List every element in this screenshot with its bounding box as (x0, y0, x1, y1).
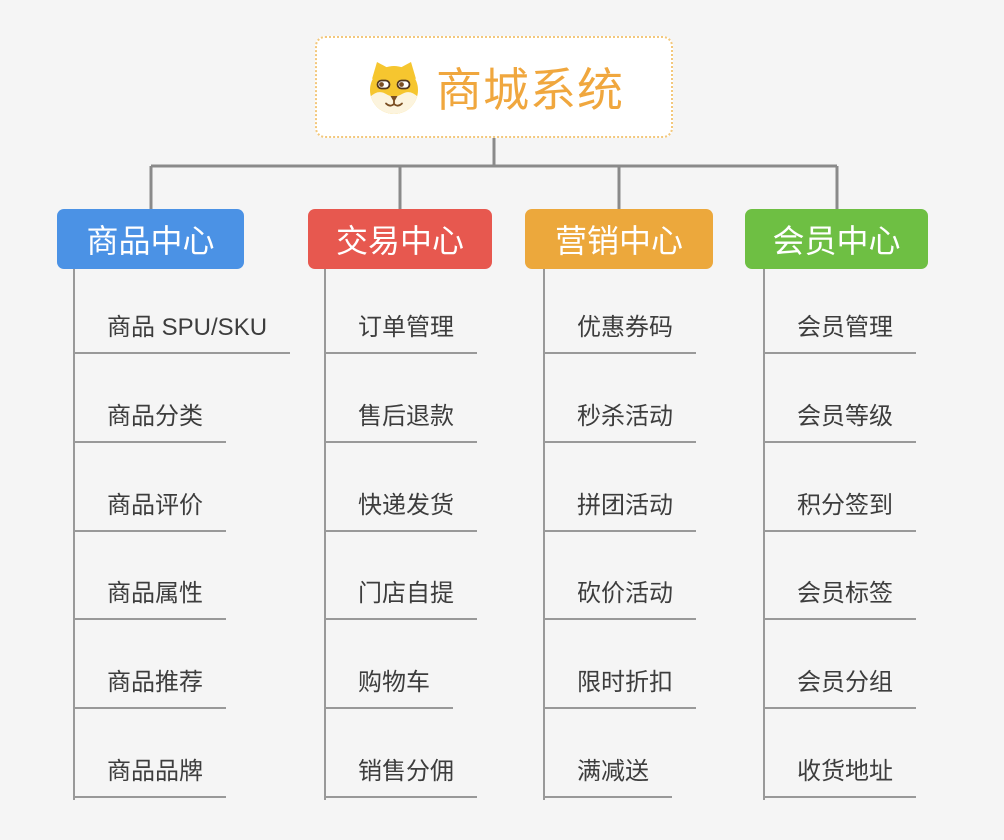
leaf-node[interactable]: 商品评价 (73, 491, 226, 532)
leaf-node[interactable]: 拼团活动 (543, 491, 696, 532)
branch-node-1[interactable]: 商品中心 (57, 209, 244, 269)
leaf-node[interactable]: 会员管理 (763, 313, 916, 354)
leaf-node[interactable]: 积分签到 (763, 491, 916, 532)
leaf-node[interactable]: 满减送 (543, 757, 672, 798)
branch-label: 会员中心 (772, 223, 901, 259)
leaf-node[interactable]: 商品分类 (73, 402, 226, 443)
leaf-node[interactable]: 商品推荐 (73, 668, 226, 709)
leaf-node[interactable]: 会员等级 (763, 402, 916, 443)
leaf-node[interactable]: 优惠券码 (543, 313, 696, 354)
branch-trunk-line (763, 269, 765, 800)
branch-label: 营销中心 (554, 223, 683, 259)
leaf-node[interactable]: 售后退款 (324, 402, 477, 443)
branch-node-3[interactable]: 营销中心 (525, 209, 713, 269)
branch-trunk-line (543, 269, 545, 800)
leaf-node[interactable]: 商品 SPU/SKU (73, 313, 291, 354)
dog-face-icon (364, 58, 424, 116)
leaf-node[interactable]: 砍价活动 (543, 579, 696, 620)
branch-node-4[interactable]: 会员中心 (745, 209, 928, 269)
leaf-node[interactable]: 会员标签 (763, 579, 916, 620)
branch-label: 商品中心 (86, 223, 215, 259)
leaf-node[interactable]: 商品品牌 (73, 757, 226, 798)
branch-label: 交易中心 (335, 223, 464, 259)
leaf-node[interactable]: 限时折扣 (543, 668, 696, 709)
leaf-node[interactable]: 收货地址 (763, 757, 916, 798)
branch-trunk-line (73, 269, 75, 800)
leaf-node[interactable]: 购物车 (324, 668, 453, 709)
branch-trunk-line (324, 269, 326, 800)
leaf-node[interactable]: 订单管理 (324, 313, 477, 354)
leaf-node[interactable]: 秒杀活动 (543, 402, 696, 443)
root-title: 商城系统 (436, 64, 624, 116)
branch-node-2[interactable]: 交易中心 (308, 209, 492, 269)
leaf-node[interactable]: 商品属性 (73, 579, 226, 620)
leaf-node[interactable]: 门店自提 (324, 579, 477, 620)
leaf-node[interactable]: 快递发货 (324, 491, 477, 532)
leaf-node[interactable]: 销售分佣 (324, 757, 477, 798)
leaf-node[interactable]: 会员分组 (763, 668, 916, 709)
root-node[interactable]: 商城系统 (315, 36, 673, 138)
